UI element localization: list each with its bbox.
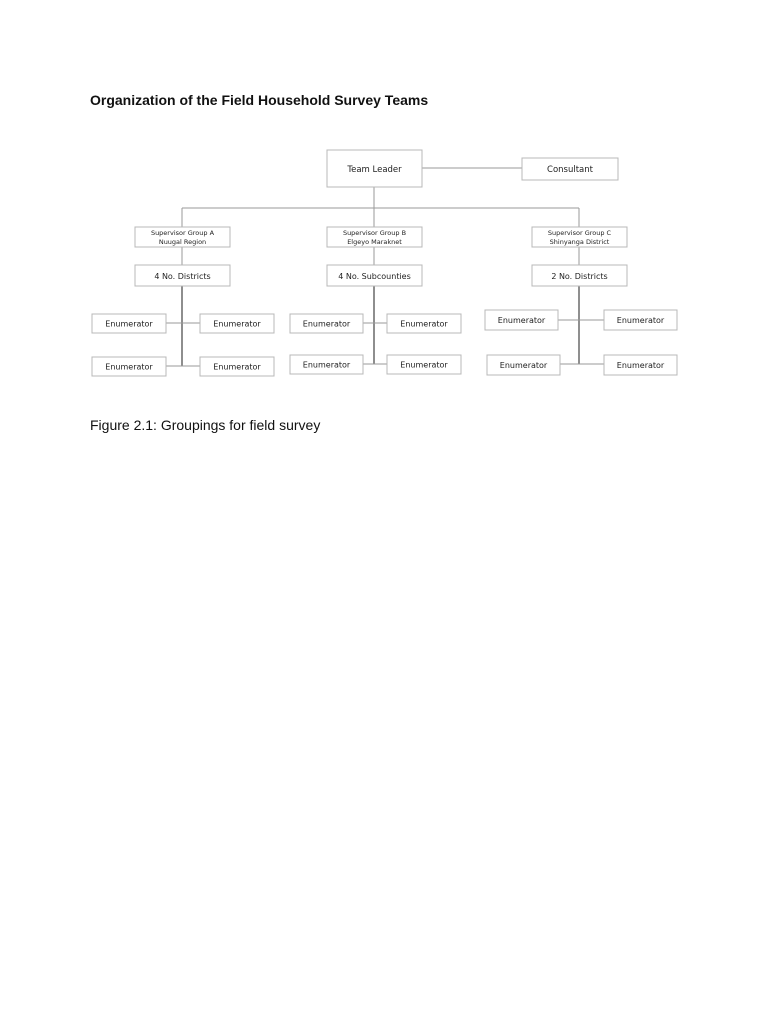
enumerator-label: Enumerator [213,320,261,329]
consultant-label: Consultant [547,165,594,175]
unit-group-a-label: 4 No. Districts [154,272,210,281]
enumerator-node: Enumerator [199,313,275,334]
enumerator-node: Enumerator [289,313,364,334]
supervisor-group-c-title: Supervisor Group C [548,229,612,237]
enumerator-node: Enumerator [484,309,559,331]
enumerator-node: Enumerator [91,313,167,334]
supervisor-group-a-title: Supervisor Group A [151,229,215,237]
enumerator-label: Enumerator [500,361,548,370]
supervisor-group-b-node: Supervisor Group B Elgeyo Maraknet [326,226,423,248]
supervisor-group-b-title: Supervisor Group B [343,229,406,237]
enumerator-node: Enumerator [386,354,462,375]
consultant-node: Consultant [521,157,619,181]
enumerator-label: Enumerator [400,361,448,370]
enumerator-label: Enumerator [400,320,448,329]
enumerator-node: Enumerator [199,356,275,377]
supervisor-group-b-region: Elgeyo Maraknet [347,238,402,246]
enumerator-label: Enumerator [498,316,546,325]
enumerator-label: Enumerator [105,363,153,372]
supervisor-group-c-region: Shinyanga District [550,238,610,246]
team-leader-node: Team Leader [326,149,423,188]
enumerator-label: Enumerator [105,320,153,329]
enumerator-node: Enumerator [603,309,678,331]
chart-connectors [166,167,604,367]
enumerator-node: Enumerator [289,354,364,375]
enumerator-node: Enumerator [603,354,678,376]
unit-group-a-node: 4 No. Districts [134,264,231,287]
unit-group-c-label: 2 No. Districts [551,272,607,281]
enumerator-label: Enumerator [303,320,351,329]
unit-group-c-node: 2 No. Districts [531,264,628,287]
enumerator-node: Enumerator [386,313,462,334]
org-chart: Team Leader Consultant Supervisor Group … [91,149,678,377]
supervisor-group-c-node: Supervisor Group C Shinyanga District [531,226,628,248]
figure-caption: Figure 2.1: Groupings for field survey [90,417,321,433]
enumerator-label: Enumerator [617,316,665,325]
enumerator-label: Enumerator [213,363,261,372]
enumerator-node: Enumerator [91,356,167,377]
supervisor-group-a-node: Supervisor Group A Nuugal Region [134,226,231,248]
supervisor-group-a-region: Nuugal Region [159,238,206,246]
document-title: Organization of the Field Household Surv… [90,92,429,108]
team-leader-label: Team Leader [346,165,402,175]
unit-group-b-node: 4 No. Subcounties [326,264,423,287]
enumerator-label: Enumerator [303,361,351,370]
unit-group-b-label: 4 No. Subcounties [338,272,411,281]
enumerator-node: Enumerator [486,354,561,376]
enumerator-label: Enumerator [617,361,665,370]
